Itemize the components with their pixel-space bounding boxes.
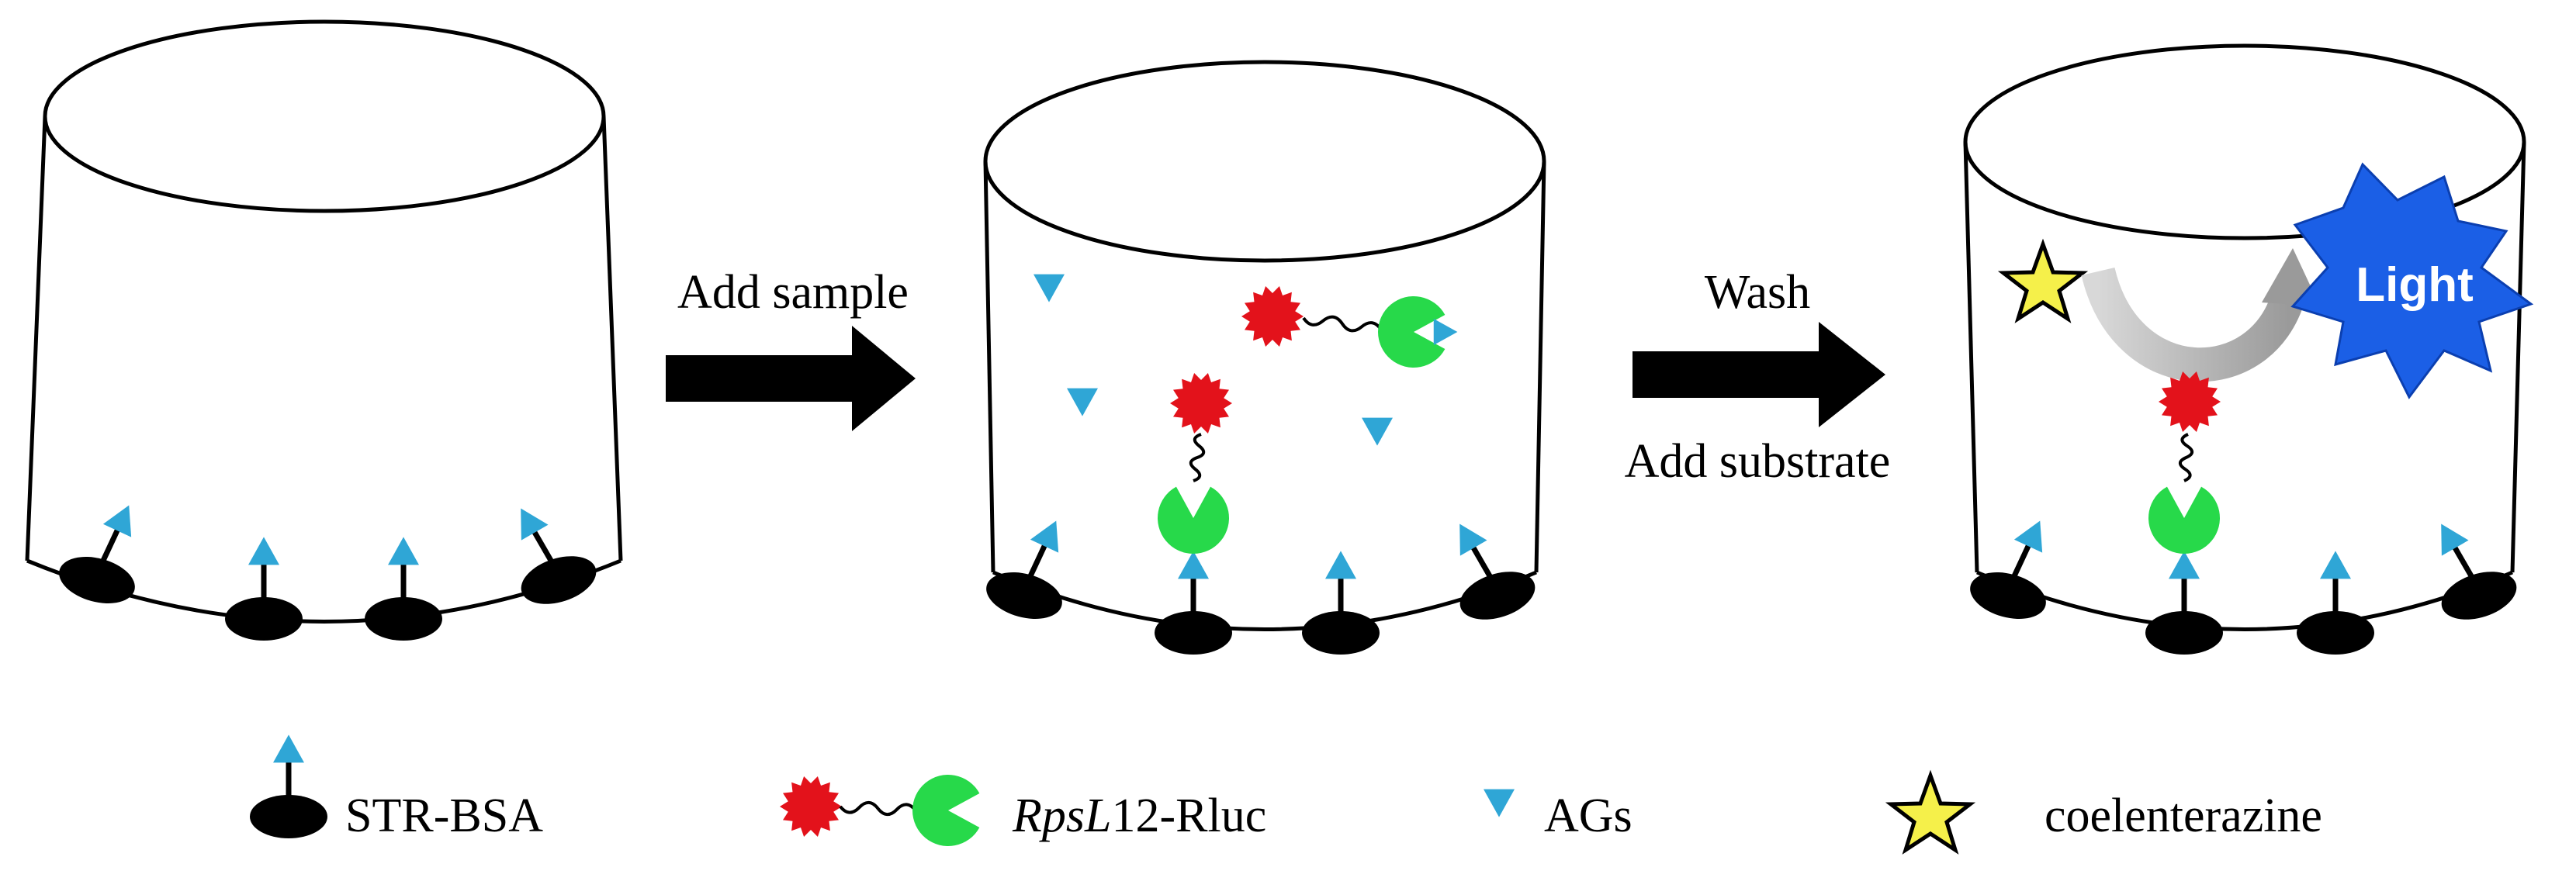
str-bsa-anchor: [59, 505, 135, 603]
str-bsa-anchor: [2297, 551, 2374, 655]
rluc-free: [1241, 286, 1304, 347]
str-bsa-anchor: [2145, 551, 2223, 655]
coelenterazine-star-well3: [1997, 238, 2089, 323]
ag-triangle: [1433, 319, 1458, 345]
legend-rpsl-icon: [912, 775, 980, 846]
rpsl-protein-bound: [2148, 486, 2220, 555]
str-bsa-anchor: [986, 520, 1062, 619]
rluc-bound: [1170, 373, 1232, 434]
conversion-arrow: [2081, 248, 2320, 382]
legend-coelenterazine-icon: [1885, 769, 1976, 855]
legend-str-bsa-icon: [250, 734, 327, 838]
legend-ag-icon: [1484, 789, 1515, 817]
rpsl-protein-bound: [1157, 486, 1230, 555]
light-label: Light: [2356, 258, 2474, 312]
str-bsa-anchor: [1302, 551, 1380, 655]
str-bsa-anchor: [521, 508, 597, 604]
legend-str-bsa-label: STR-BSA: [345, 789, 543, 842]
step1-label: Add sample: [677, 266, 909, 319]
legend-coelenterazine-label: coelenterazine: [2045, 789, 2322, 842]
step2-label-substrate: Add substrate: [1625, 435, 1891, 488]
legend-rluc-icon: [780, 776, 842, 837]
legend-rpsl-label: RpsL12-Rluc: [1012, 789, 1266, 842]
step-arrow-2: [1633, 322, 1885, 427]
light-burst: Light: [2290, 162, 2534, 399]
step-arrow-1: [666, 326, 916, 431]
well-2: [983, 60, 1546, 631]
str-bsa-anchor: [2441, 523, 2517, 620]
ag-triangle: [1034, 274, 1065, 302]
rluc-bound: [2159, 371, 2221, 432]
rpsl-protein-free: [1378, 296, 1446, 368]
str-bsa-anchor: [225, 537, 303, 641]
legend-linker-icon: [839, 800, 917, 817]
linker-free: [1302, 315, 1383, 333]
ag-triangle: [1067, 388, 1098, 416]
linker-bound: [1189, 433, 1206, 482]
linker-bound: [2178, 433, 2194, 482]
ag-triangle: [1362, 417, 1393, 446]
str-bsa-anchor: [365, 537, 442, 641]
legend-ags-label: AGs: [1544, 789, 1633, 842]
str-bsa-anchor: [1970, 520, 2046, 619]
step2-label-wash: Wash: [1705, 266, 1810, 319]
str-bsa-anchor: [1459, 523, 1536, 620]
str-bsa-anchor: [1155, 551, 1232, 655]
